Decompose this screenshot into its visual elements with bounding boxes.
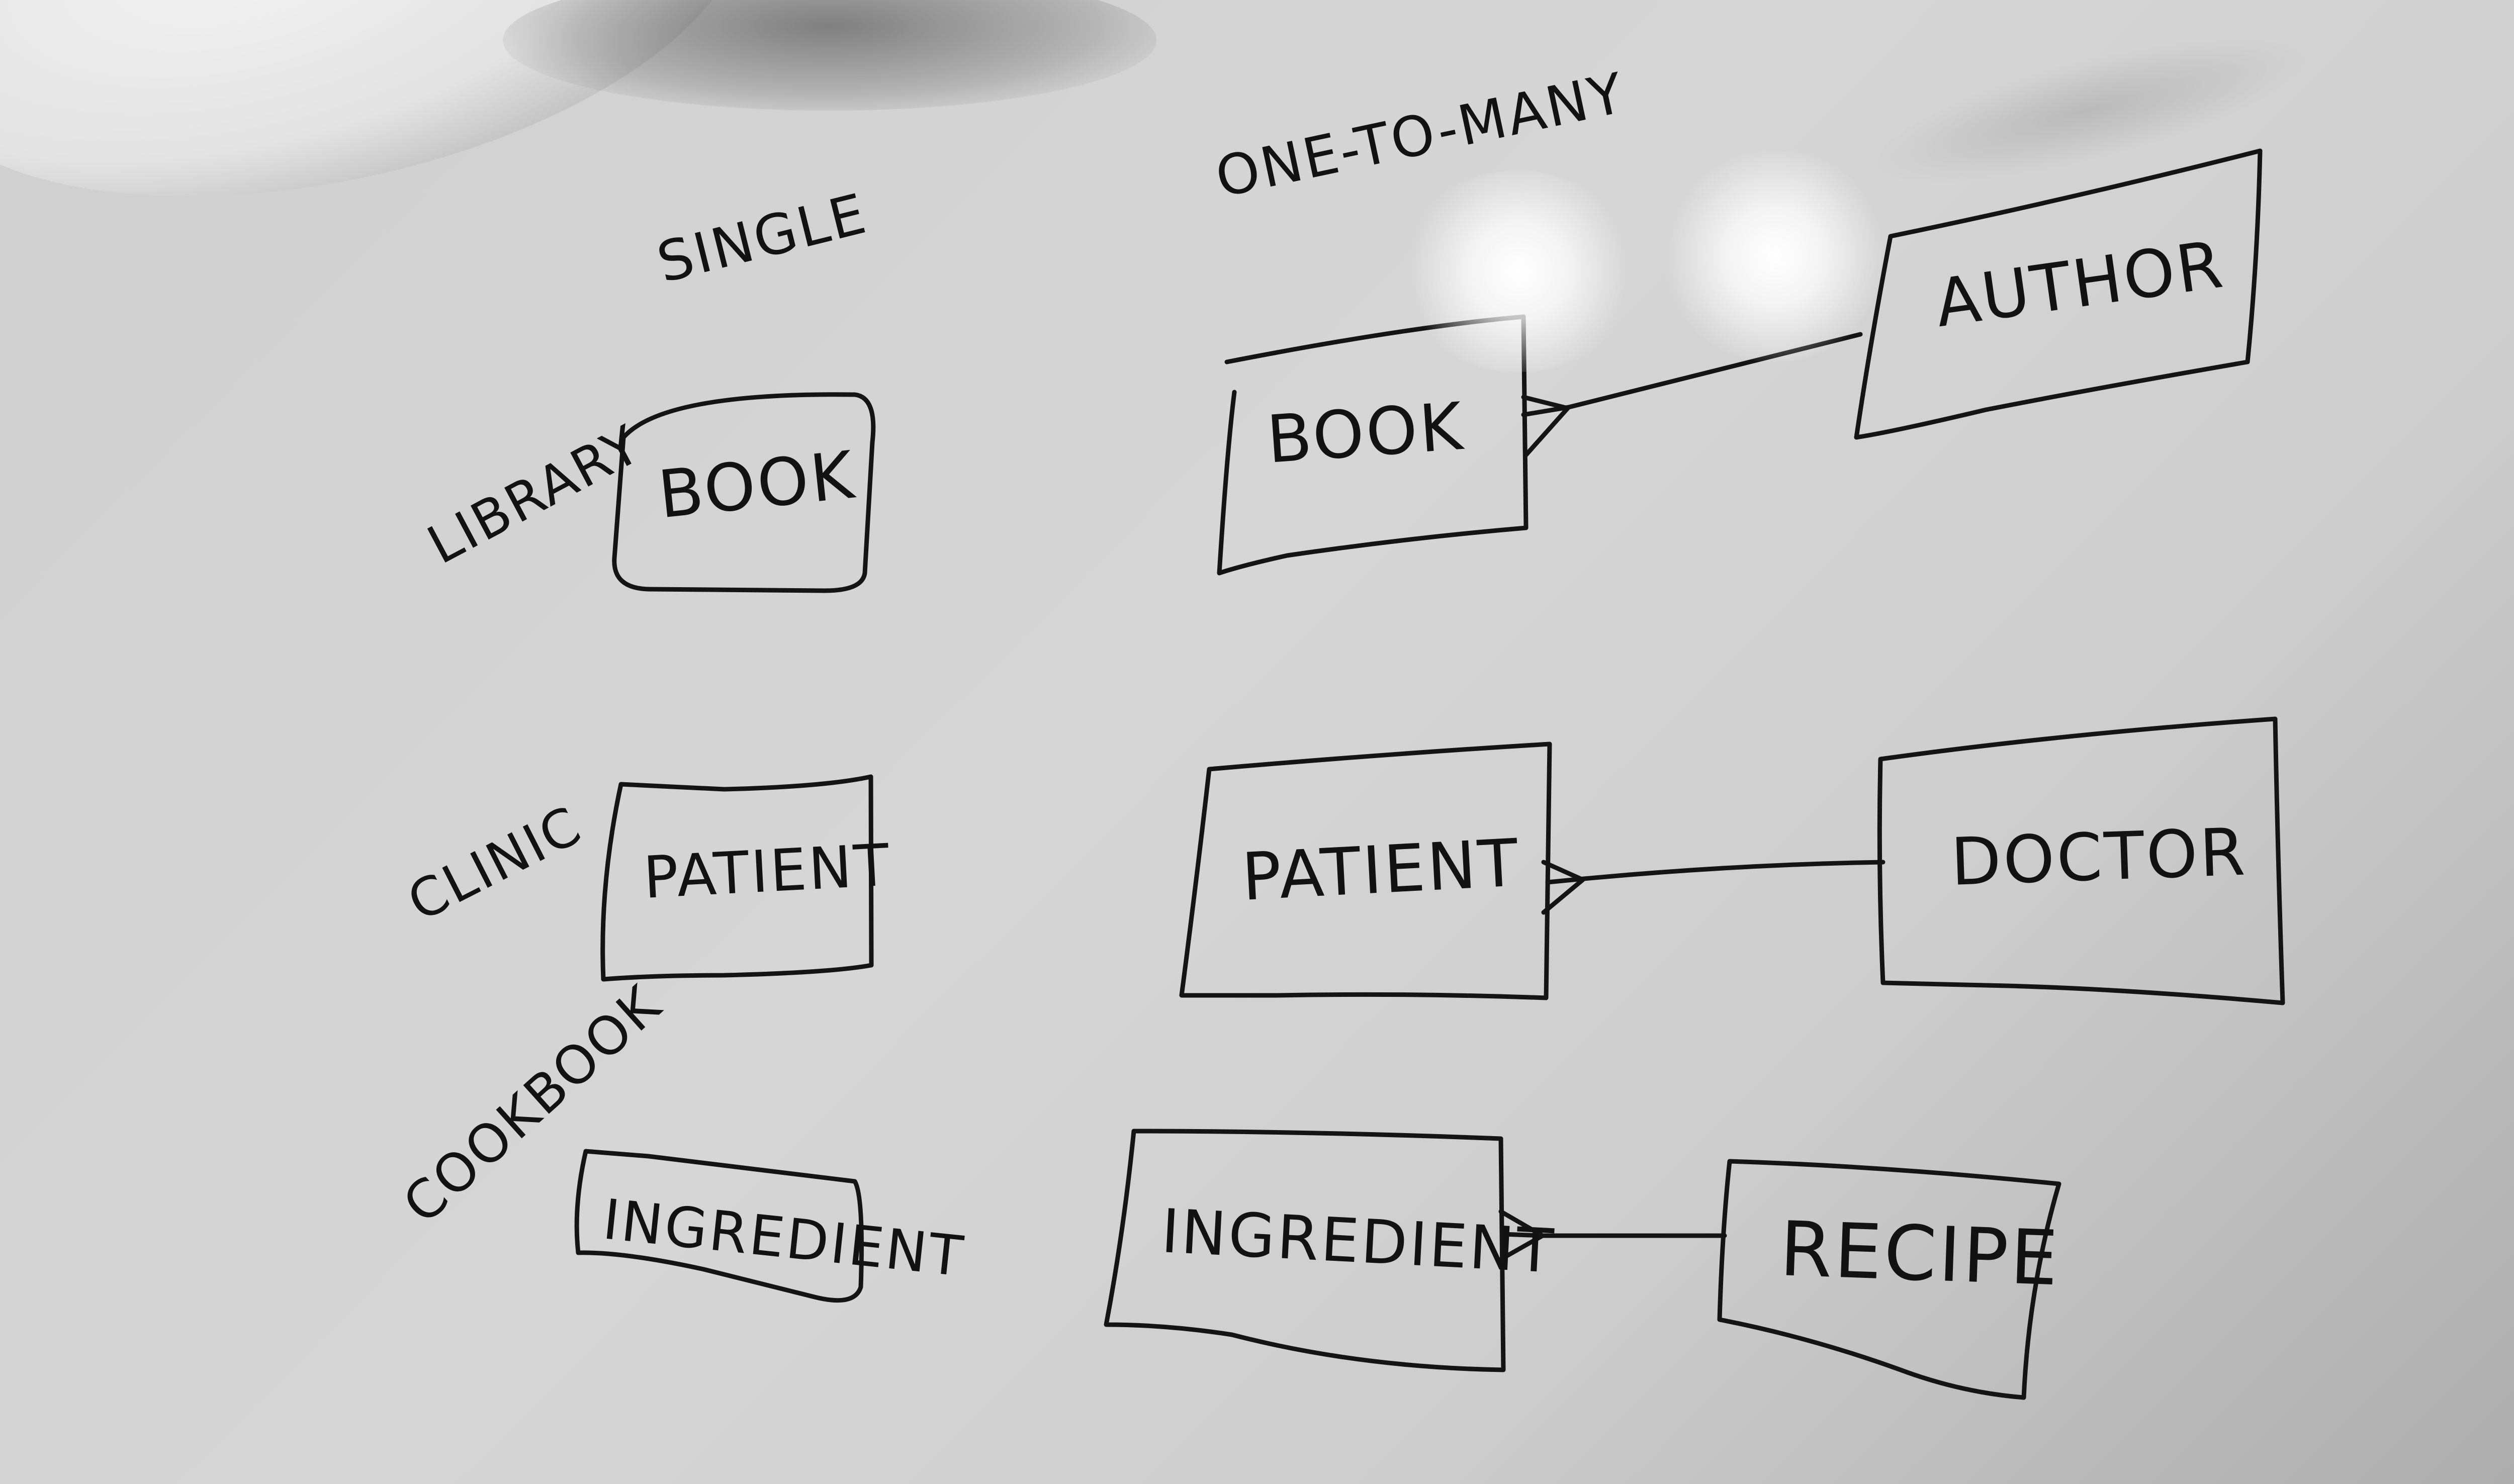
crows-foot-cookbook xyxy=(1498,1209,1545,1262)
entity-box-library-one xyxy=(1854,148,2263,440)
entity-box-cookbook-one xyxy=(1717,1159,2061,1400)
entity-box-clinic-one xyxy=(1877,716,2285,1005)
crows-foot-icon xyxy=(1498,1209,1727,1262)
entity-label-clinic-single: PATIENT xyxy=(642,831,893,912)
relationship-line-cookbook xyxy=(1500,1232,1727,1238)
crows-foot-library xyxy=(1521,395,1570,457)
entity-label-clinic-many: PATIENT xyxy=(1240,824,1522,915)
entity-label-library-single: BOOK xyxy=(655,436,859,533)
entity-box-library-single xyxy=(612,392,876,593)
relationship-line-clinic xyxy=(1545,860,1886,885)
light-glare xyxy=(1659,151,1891,362)
crows-foot-clinic xyxy=(1541,860,1585,915)
entity-box-clinic-many xyxy=(1179,741,1552,1000)
entity-box-clinic-single xyxy=(600,774,874,982)
entity-label-clinic-one: DOCTOR xyxy=(1949,813,2249,900)
entity-box-cookbook-single xyxy=(574,1149,864,1303)
light-glare xyxy=(1398,171,1639,372)
entity-box-cookbook-many xyxy=(1104,1129,1506,1372)
pipe-shadow xyxy=(503,0,1156,111)
crows-foot-icon xyxy=(1541,860,1886,915)
entity-label-cookbook-one: RECIPE xyxy=(1778,1205,2061,1303)
entity-box-library-many xyxy=(1217,314,1529,576)
entity-label-library-many: BOOK xyxy=(1264,388,1467,478)
